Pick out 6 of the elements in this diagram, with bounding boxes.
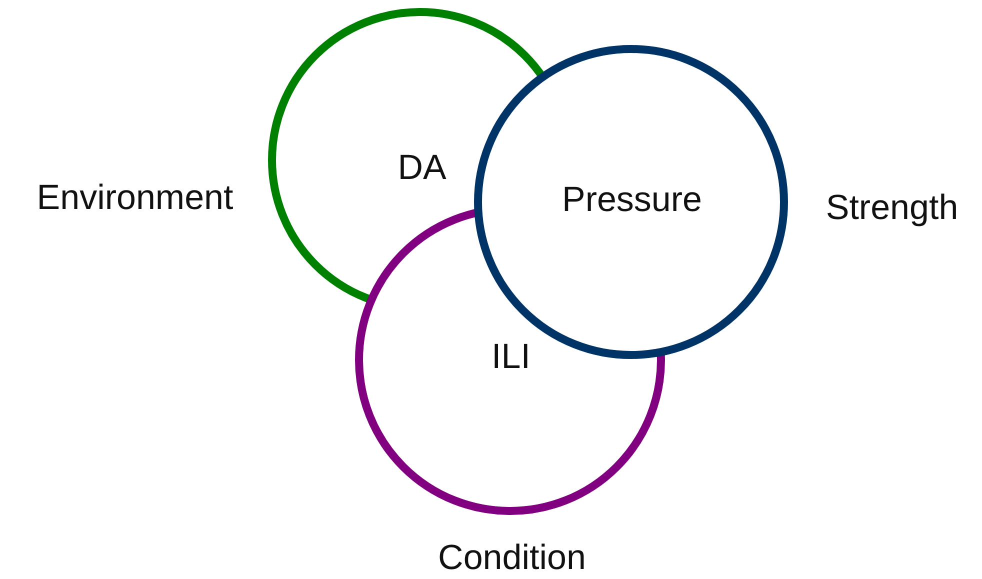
factor-label: Environment bbox=[36, 178, 234, 218]
factor-label: Condition bbox=[438, 538, 586, 578]
factor-label: Strength bbox=[826, 188, 958, 228]
circle-label: Pressure bbox=[562, 180, 702, 220]
circle-label: ILI bbox=[492, 337, 530, 377]
circle-label: DA bbox=[398, 148, 446, 188]
